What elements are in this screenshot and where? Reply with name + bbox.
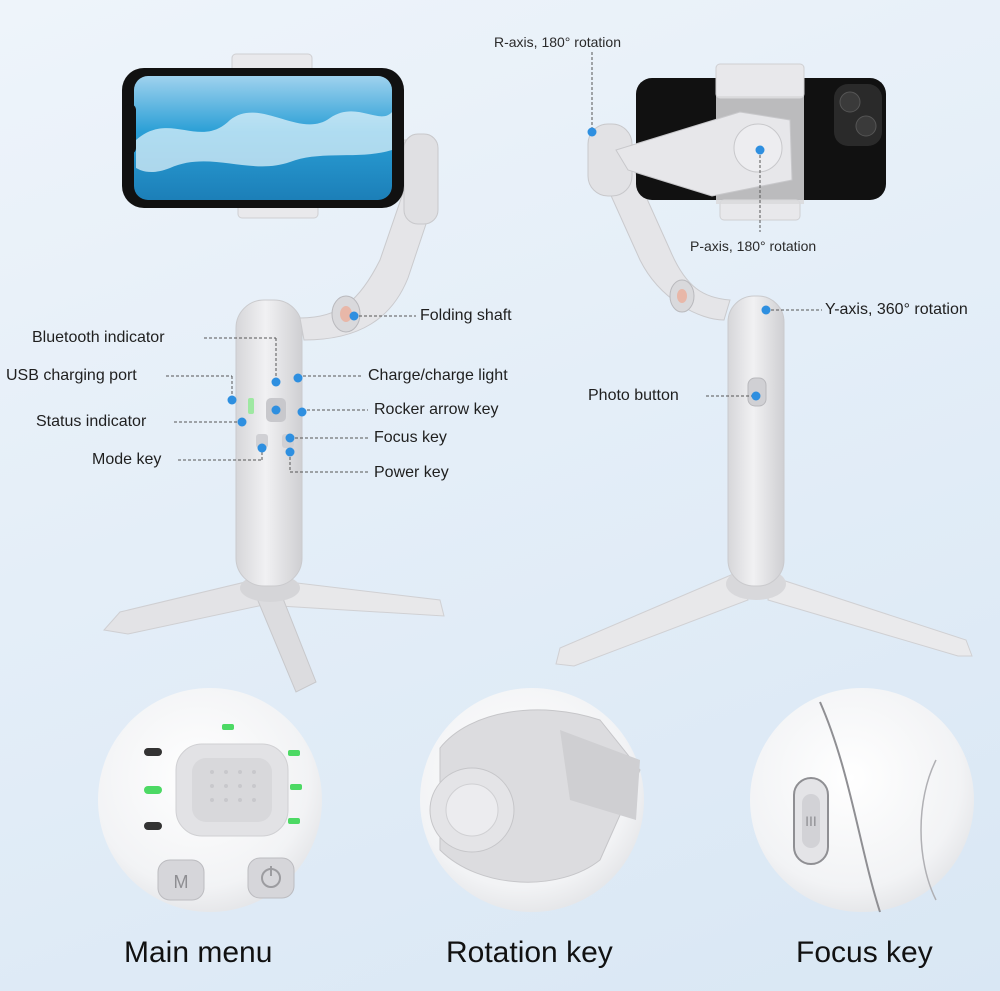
photo-button-label: Photo button [588,387,679,404]
focus-key-label: Focus key [374,429,447,446]
callout-lines [166,52,822,473]
caption-focus-key: Focus key [796,936,933,969]
power-key-label: Power key [374,464,449,481]
usb-charging-port-label: USB charging port [6,367,137,384]
right-gimbal [555,63,973,667]
rotation-key-closeup [420,688,644,912]
mode-key-label: Mode key [92,451,162,468]
main-menu-closeup [98,688,322,912]
r-axis-label: R-axis, 180° rotation [494,34,621,50]
mode-key-glyph: M [174,872,189,892]
p-axis-label: P-axis, 180° rotation [690,238,817,254]
callout-dots [227,127,771,457]
focus-key-closeup [750,688,974,913]
y-axis-label: Y-axis, 360° rotation [825,301,968,318]
rocker-arrow-key-label: Rocker arrow key [374,401,499,418]
status-indicator-label: Status indicator [36,413,147,430]
focus-wheel-glyph: III [805,813,817,829]
caption-main-menu: Main menu [124,936,273,969]
left-gimbal [103,53,445,693]
folding-shaft-label: Folding shaft [420,307,512,324]
caption-rotation-key: Rotation key [446,936,613,969]
bluetooth-indicator-label: Bluetooth indicator [32,329,165,346]
charge-light-label: Charge/charge light [368,367,508,384]
